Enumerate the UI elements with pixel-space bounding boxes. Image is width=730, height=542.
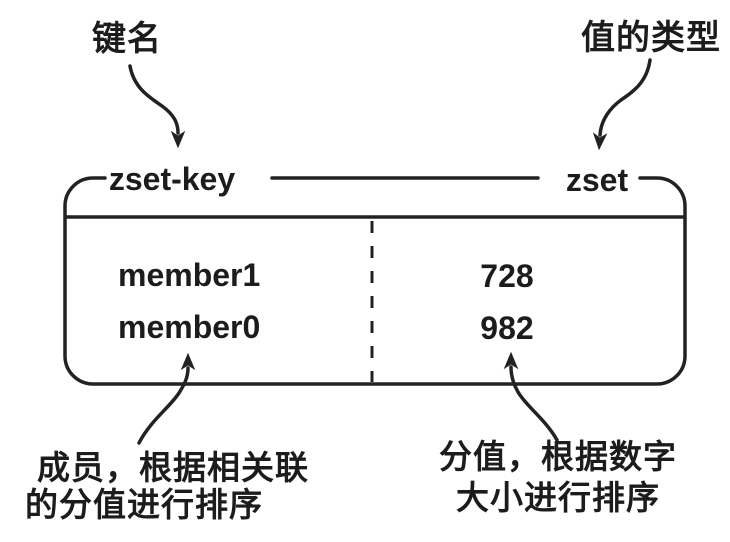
key-name-label: zset-key — [108, 161, 236, 197]
member-cell-row0: member1 — [118, 257, 261, 293]
score-annotation-arrow — [503, 351, 559, 442]
type-annotation-arrow — [592, 58, 652, 151]
member-note-line1: 成员，根据相关联 — [37, 449, 309, 486]
score-cell-row1: 982 — [480, 310, 534, 346]
score-note-line2: 大小进行排序 — [456, 479, 660, 516]
member-note-line2: 的分值进行排序 — [25, 486, 263, 523]
score-note-line1: 分值，根据数字 — [439, 438, 677, 475]
box-outline — [63, 176, 687, 386]
key-annotation-arrow — [128, 64, 186, 149]
member-cell-row1: member0 — [118, 309, 261, 345]
value-type-label: zset — [565, 162, 629, 198]
member-annotation-arrow — [137, 352, 196, 445]
type-annotation-label: 值的类型 — [581, 19, 721, 57]
score-cell-row0: 728 — [480, 258, 534, 294]
key-annotation-label: 键名 — [92, 20, 162, 58]
